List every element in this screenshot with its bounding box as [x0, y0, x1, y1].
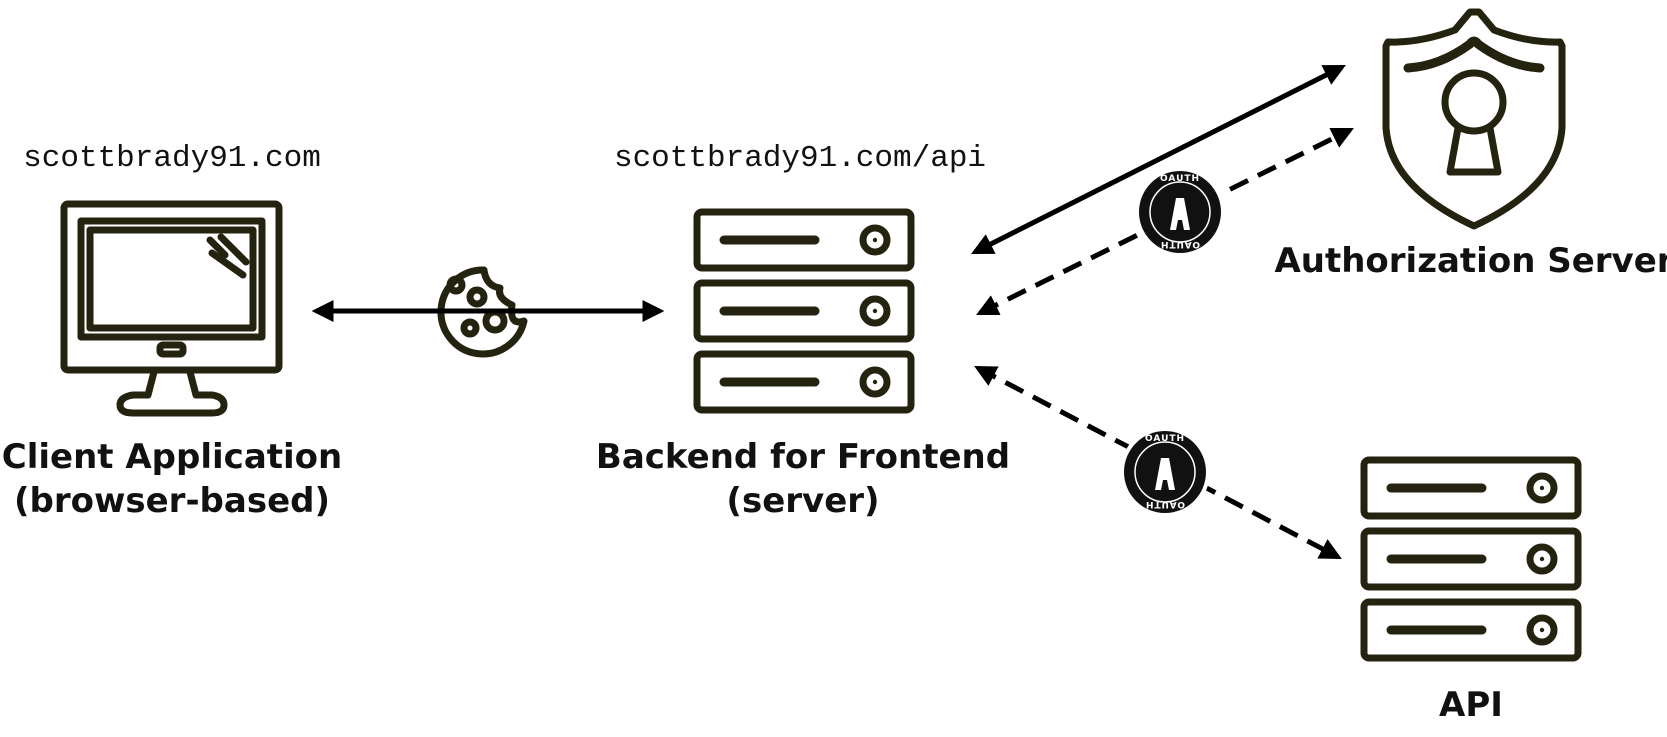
shield-keyhole-icon	[1382, 8, 1566, 230]
client-label-line1: Client Application	[2, 437, 342, 477]
auth-server-label: Authorization Server	[1274, 241, 1667, 281]
svg-text:OAUTH: OAUTH	[1160, 239, 1200, 249]
oauth-badge-auth-text: OAUTH	[1160, 174, 1200, 184]
bff-label-line2: (server)	[726, 481, 879, 521]
bff-label-line1: Backend for Frontend	[596, 437, 1010, 477]
bff-server-icon	[697, 212, 911, 410]
client-label-line2: (browser-based)	[14, 481, 330, 521]
oauth-badge-api-text: OAUTH	[1145, 434, 1185, 444]
oauth-badge-auth: OAUTH OAUTH	[1135, 167, 1225, 257]
oauth-badge-api: OAUTH OAUTH	[1120, 427, 1210, 517]
api-label: API	[1439, 685, 1503, 725]
bff-domain: scottbrady91.com/api	[614, 141, 986, 176]
client-domain: scottbrady91.com	[23, 141, 321, 176]
monitor-icon	[60, 200, 283, 417]
svg-text:OAUTH: OAUTH	[1145, 499, 1185, 509]
auth-token-arrow	[976, 127, 1354, 316]
api-server-icon	[1364, 460, 1578, 658]
